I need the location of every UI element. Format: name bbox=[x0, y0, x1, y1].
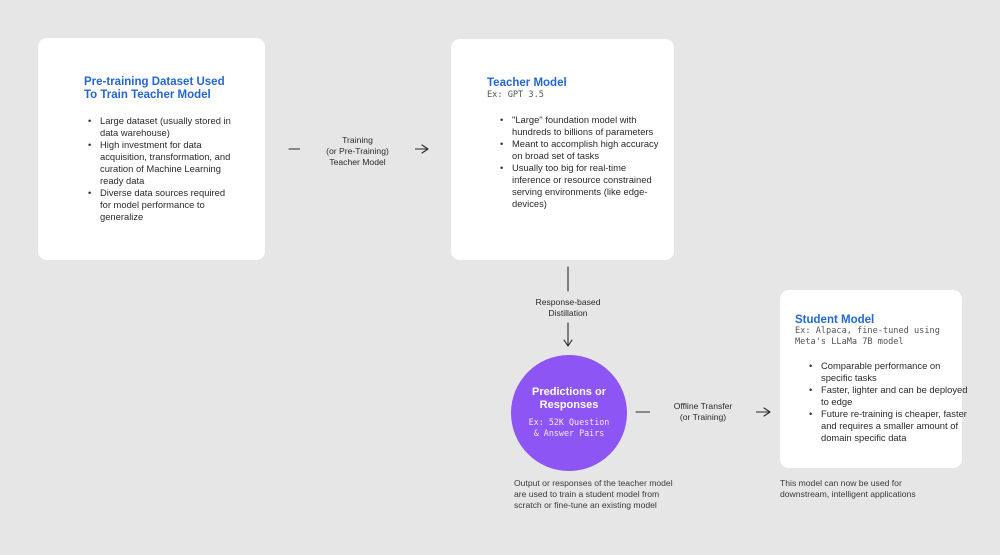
offline-arrow-head bbox=[763, 407, 771, 417]
student-caption: This model can now be used for downstrea… bbox=[780, 478, 916, 499]
predictions-title: Predictions or Responses bbox=[532, 386, 606, 411]
list-item: Comparable performance on specific tasks bbox=[809, 360, 971, 384]
student-card-title: Student Model bbox=[795, 314, 875, 326]
dataset-card-title: Pre-training Dataset Used To Train Teach… bbox=[84, 76, 225, 101]
predictions-subtitle: Ex: 52K Question & Answer Pairs bbox=[528, 417, 610, 438]
dataset-card: Pre-training Dataset Used To Train Teach… bbox=[38, 38, 265, 260]
predictions-caption: Output or responses of the teacher model… bbox=[514, 478, 673, 510]
teacher-card-subtitle: Ex: GPT 3.5 bbox=[487, 90, 544, 100]
list-item: Meant to accomplish high accuracy on bro… bbox=[500, 138, 662, 162]
teacher-card-title: Teacher Model bbox=[487, 77, 567, 89]
student-card: Student Model Ex: Alpaca, fine-tuned usi… bbox=[780, 290, 967, 468]
list-item: Faster, lighter and can be deployed to e… bbox=[809, 384, 971, 408]
student-card-bullets: Comparable performance on specific tasks… bbox=[809, 360, 971, 444]
list-item: Future re-training is cheaper, faster an… bbox=[809, 408, 971, 444]
teacher-card: Teacher Model Ex: GPT 3.5 "Large" founda… bbox=[451, 39, 674, 260]
student-card-subtitle: Ex: Alpaca, fine-tuned using Meta's LLaM… bbox=[795, 326, 940, 347]
training-arrow-label: Training (or Pre-Training) Teacher Model bbox=[300, 135, 415, 168]
distillation-arrow-label: Response-based Distillation bbox=[535, 297, 601, 318]
offline-arrow-label: Offline Transfer (or Training) bbox=[650, 401, 756, 423]
predictions-circle: Predictions or Responses Ex: 52K Questio… bbox=[511, 355, 627, 471]
list-item: Usually too big for real-time inference … bbox=[500, 162, 662, 210]
teacher-card-bullets: "Large" foundation model with hundreds t… bbox=[500, 114, 662, 210]
training-arrow-head bbox=[421, 144, 429, 154]
list-item: "Large" foundation model with hundreds t… bbox=[500, 114, 662, 138]
dataset-card-bullets: Large dataset (usually stored in data wa… bbox=[88, 115, 238, 223]
distillation-arrow-head bbox=[563, 339, 573, 347]
list-item: High investment for data acquisition, tr… bbox=[88, 139, 238, 187]
list-item: Diverse data sources required for model … bbox=[88, 187, 238, 223]
list-item: Large dataset (usually stored in data wa… bbox=[88, 115, 238, 139]
